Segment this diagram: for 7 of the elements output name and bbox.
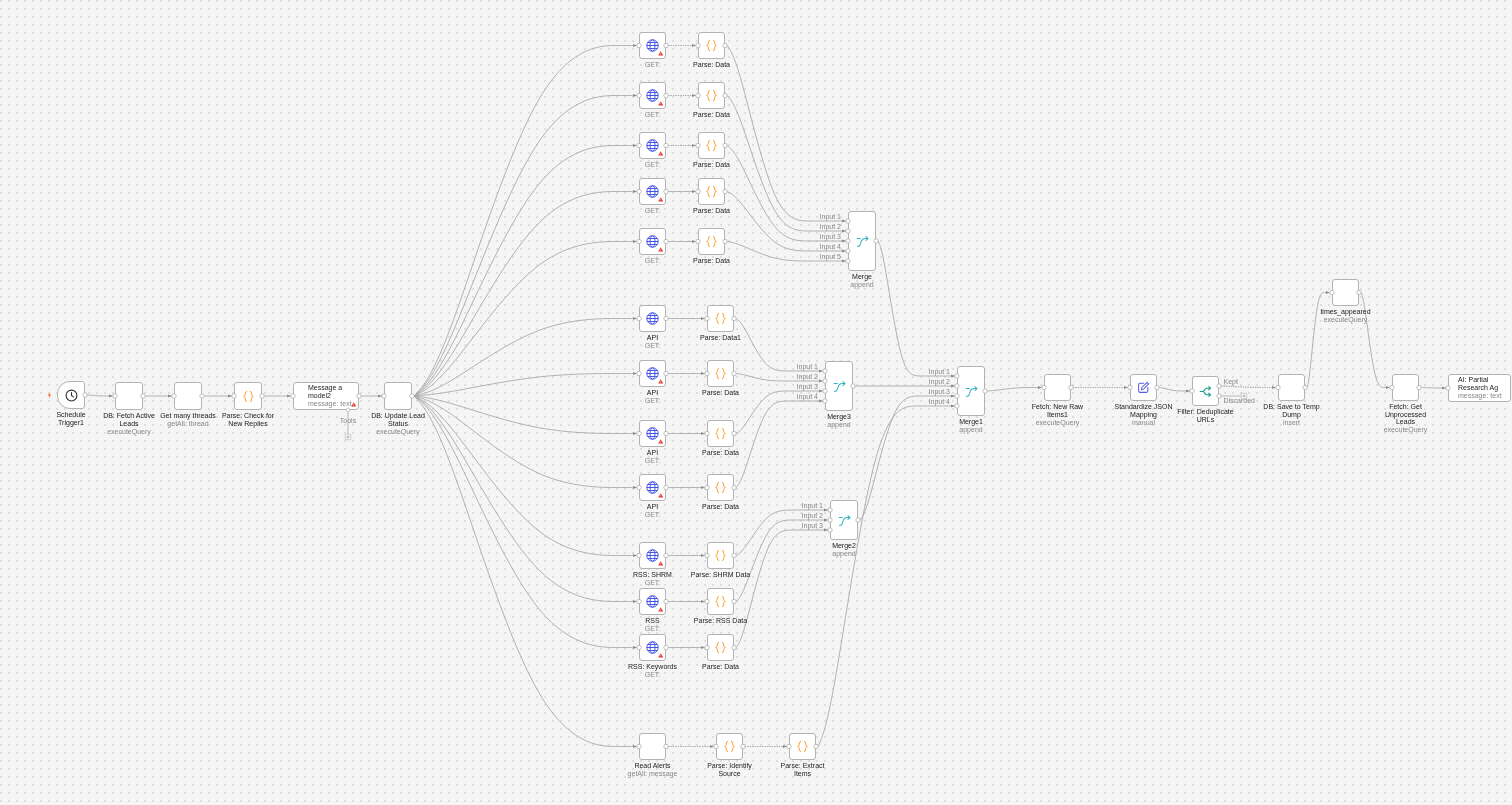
connector [1072,385,1129,390]
connector [667,744,715,749]
connector [1220,385,1277,390]
connector [667,93,697,98]
connector [744,744,788,749]
connector [667,43,697,48]
connector [667,143,697,148]
